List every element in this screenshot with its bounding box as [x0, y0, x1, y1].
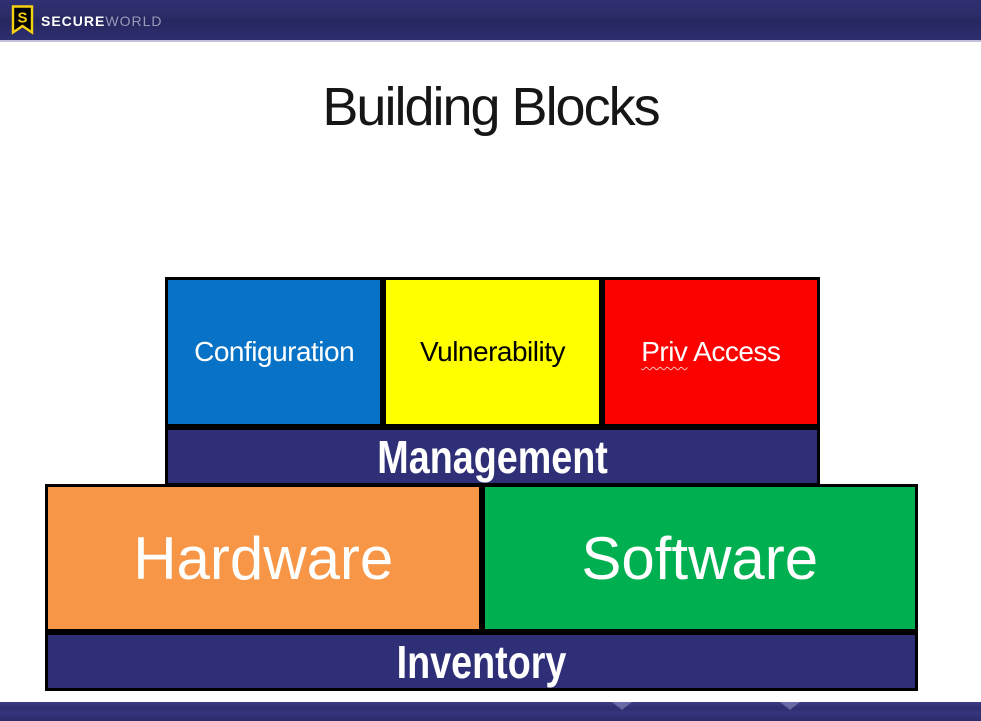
- inventory-bar: Inventory: [45, 632, 918, 691]
- footer-bar: [0, 702, 981, 721]
- block-configuration: Configuration: [165, 277, 384, 427]
- block-configuration-label: Configuration: [194, 336, 355, 367]
- block-software-label: Software: [581, 524, 819, 592]
- footer-watermark-check-icon: [780, 702, 800, 710]
- inventory-blocks-row: Hardware Software: [45, 484, 918, 632]
- block-priv-access: Priv Access: [601, 277, 820, 427]
- block-software: Software: [481, 484, 918, 632]
- svg-text:S: S: [17, 10, 27, 27]
- brand-text: SECUREWORLD: [41, 13, 162, 29]
- logo-s-icon: S: [11, 5, 34, 35]
- inventory-group: Hardware Software Inventory: [45, 484, 918, 691]
- header-bar: S SECUREWORLD: [0, 0, 981, 42]
- block-hardware: Hardware: [45, 484, 482, 632]
- management-group: Configuration Vulnerability Priv Access …: [165, 277, 820, 486]
- secureworld-logo: S SECUREWORLD: [11, 5, 162, 35]
- brand-text-light: WORLD: [105, 12, 163, 29]
- block-vulnerability: Vulnerability: [383, 277, 602, 427]
- block-hardware-label: Hardware: [133, 524, 394, 592]
- brand-text-bold: SECURE: [41, 12, 106, 29]
- footer-watermark-check-icon: [612, 702, 632, 710]
- access-word: Access: [687, 336, 781, 367]
- block-priv-access-label: Priv Access: [641, 336, 781, 368]
- priv-word-misspelled: Priv: [641, 336, 688, 367]
- page-title: Building Blocks: [322, 77, 660, 137]
- management-blocks-row: Configuration Vulnerability Priv Access: [165, 277, 820, 427]
- block-vulnerability-label: Vulnerability: [420, 336, 565, 367]
- management-bar-label: Management: [377, 430, 608, 483]
- management-bar: Management: [165, 427, 820, 486]
- inventory-bar-label: Inventory: [396, 635, 567, 688]
